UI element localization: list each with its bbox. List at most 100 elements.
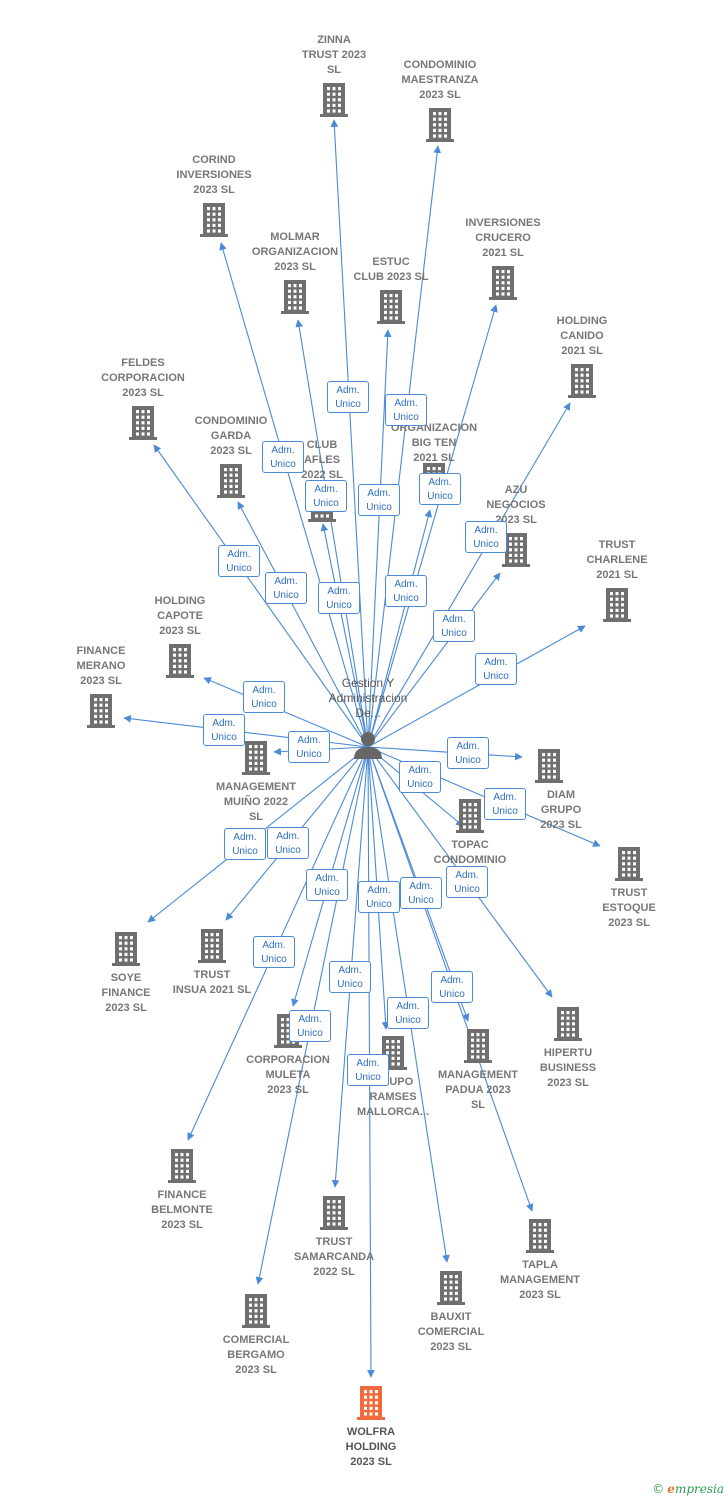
edge-badge-adm-unico[interactable]: Adm. Unico xyxy=(465,521,507,553)
edge-molmar xyxy=(295,319,369,748)
edge-zinna xyxy=(330,119,369,748)
edge-badge-adm-unico[interactable]: Adm. Unico xyxy=(358,484,400,516)
building-icon[interactable] xyxy=(377,290,405,324)
edge-badge-adm-unico[interactable]: Adm. Unico xyxy=(387,997,429,1029)
edge-diam-grupo xyxy=(367,746,523,761)
building-icon[interactable] xyxy=(554,1007,582,1041)
edge-badge-adm-unico[interactable]: Adm. Unico xyxy=(288,731,330,763)
building-icon[interactable] xyxy=(535,749,563,783)
edge-badge-adm-unico[interactable]: Adm. Unico xyxy=(327,381,369,413)
node-label-bauxit-comercial[interactable]: BAUXIT COMERCIAL 2023 SL xyxy=(417,1311,485,1353)
node-label-soye-finance[interactable]: SOYE FINANCE 2023 SL xyxy=(101,972,151,1014)
node-label-management-muino[interactable]: MANAGEMENT MUIÑO 2022 SL xyxy=(215,781,297,823)
edge-badge-adm-unico[interactable]: Adm. Unico xyxy=(203,714,245,746)
node-label-trust-estoque[interactable]: TRUST ESTOQUE 2023 SL xyxy=(602,887,656,929)
building-icon[interactable] xyxy=(357,1386,385,1420)
node-label-corind[interactable]: CORIND INVERSIONES 2023 SL xyxy=(176,154,252,196)
node-label-club-afles[interactable]: CLUB AFLES 2022 SL xyxy=(301,439,343,481)
node-label-trust-samarcanda[interactable]: TRUST SAMARCANDA 2022 SL xyxy=(293,1236,375,1278)
node-label-estuc[interactable]: ESTUC CLUB 2023 SL xyxy=(353,256,429,283)
edge-badge-adm-unico[interactable]: Adm. Unico xyxy=(431,971,473,1003)
node-label-management-padua[interactable]: MANAGEMENT PADUA 2023 SL xyxy=(437,1069,519,1111)
building-icon[interactable] xyxy=(489,266,517,300)
node-label-molmar[interactable]: MOLMAR ORGANIZACION 2023 SL xyxy=(251,231,339,273)
edge-inversiones-crucero xyxy=(367,304,498,748)
node-label-diam-grupo[interactable]: DIAM GRUPO 2023 SL xyxy=(540,789,582,831)
node-label-trust-insua[interactable]: TRUST INSUA 2021 SL xyxy=(172,969,252,996)
building-icon[interactable] xyxy=(320,1196,348,1230)
edge-badge-adm-unico[interactable]: Adm. Unico xyxy=(262,441,304,473)
node-label-trust-charlene[interactable]: TRUST CHARLENE 2021 SL xyxy=(586,539,648,581)
node-label-organizacion-big-ten[interactable]: ORGANIZACION BIG TEN 2021 SL xyxy=(390,422,478,464)
edge-badge-adm-unico[interactable]: Adm. Unico xyxy=(289,1010,331,1042)
building-icon[interactable] xyxy=(112,932,140,966)
edge-badge-adm-unico[interactable]: Adm. Unico xyxy=(385,394,427,426)
node-label-tapla-management[interactable]: TAPLA MANAGEMENT 2023 SL xyxy=(499,1259,581,1301)
building-icon[interactable] xyxy=(456,799,484,833)
edge-trust-charlene xyxy=(367,625,586,748)
building-icon[interactable] xyxy=(200,203,228,237)
edge-badge-adm-unico[interactable]: Adm. Unico xyxy=(318,582,360,614)
edge-badge-adm-unico[interactable]: Adm. Unico xyxy=(400,877,442,909)
edge-badge-adm-unico[interactable]: Adm. Unico xyxy=(267,827,309,859)
node-label-wolfra-holding[interactable]: WOLFRA HOLDING 2023 SL xyxy=(345,1426,397,1468)
node-label-azu-negocios[interactable]: AZU NEGOCIOS 2023 SL xyxy=(486,484,546,526)
edge-badge-adm-unico[interactable]: Adm. Unico xyxy=(265,572,307,604)
edge-badge-adm-unico[interactable]: Adm. Unico xyxy=(447,737,489,769)
building-icon[interactable] xyxy=(526,1219,554,1253)
node-label-holding-capote[interactable]: HOLDING CAPOTE 2023 SL xyxy=(154,595,206,637)
node-label-feldes[interactable]: FELDES CORPORACION 2023 SL xyxy=(101,357,185,399)
edge-badge-adm-unico[interactable]: Adm. Unico xyxy=(475,653,517,685)
edge-badge-adm-unico[interactable]: Adm. Unico xyxy=(224,828,266,860)
edge-badge-adm-unico[interactable]: Adm. Unico xyxy=(446,866,488,898)
building-icon[interactable] xyxy=(426,108,454,142)
building-icon[interactable] xyxy=(166,644,194,678)
person-icon[interactable] xyxy=(354,732,382,759)
building-icon[interactable] xyxy=(129,406,157,440)
edge-badge-adm-unico[interactable]: Adm. Unico xyxy=(358,881,400,913)
building-icon[interactable] xyxy=(168,1149,196,1183)
node-label-condominio-garda[interactable]: CONDOMINIO GARDA 2023 SL xyxy=(194,415,268,457)
edge-badge-adm-unico[interactable]: Adm. Unico xyxy=(329,961,371,993)
copyright-icon: © xyxy=(652,1482,665,1496)
edge-corind xyxy=(219,242,369,748)
edge-badge-adm-unico[interactable]: Adm. Unico xyxy=(243,681,285,713)
edge-badge-adm-unico[interactable]: Adm. Unico xyxy=(419,473,461,505)
building-icon[interactable] xyxy=(217,464,245,498)
edge-badge-adm-unico[interactable]: Adm. Unico xyxy=(433,610,475,642)
building-icon[interactable] xyxy=(281,280,309,314)
edge-badge-adm-unico[interactable]: Adm. Unico xyxy=(305,480,347,512)
building-icon[interactable] xyxy=(568,364,596,398)
node-label-condominio-maestranza[interactable]: CONDOMINIO MAESTRANZA 2023 SL xyxy=(401,59,479,101)
node-label-finance-merano[interactable]: FINANCE MERANO 2023 SL xyxy=(76,645,126,687)
edge-badge-adm-unico[interactable]: Adm. Unico xyxy=(218,545,260,577)
building-icon[interactable] xyxy=(242,1294,270,1328)
edge-badge-adm-unico[interactable]: Adm. Unico xyxy=(253,936,295,968)
center-label[interactable]: Gestion Y Administracion De... xyxy=(328,676,408,720)
building-icon[interactable] xyxy=(437,1271,465,1305)
edge-badge-adm-unico[interactable]: Adm. Unico xyxy=(306,869,348,901)
building-icon[interactable] xyxy=(87,694,115,728)
building-icon[interactable] xyxy=(502,533,530,567)
node-label-hipertu-business[interactable]: HIPERTU BUSINESS 2023 SL xyxy=(539,1047,597,1089)
building-icon[interactable] xyxy=(615,847,643,881)
building-icon[interactable] xyxy=(198,929,226,963)
edge-badge-adm-unico[interactable]: Adm. Unico xyxy=(347,1054,389,1086)
edge-badge-adm-unico[interactable]: Adm. Unico xyxy=(484,788,526,820)
node-label-zinna[interactable]: ZINNA TRUST 2023 SL xyxy=(301,34,367,76)
building-icon[interactable] xyxy=(242,741,270,775)
edge-holding-capote xyxy=(203,677,369,748)
node-label-inversiones-crucero[interactable]: INVERSIONES CRUCERO 2021 SL xyxy=(465,217,541,259)
brand-logo[interactable]: ©empresia xyxy=(652,1482,724,1496)
edge-badge-adm-unico[interactable]: Adm. Unico xyxy=(385,575,427,607)
building-icon[interactable] xyxy=(603,588,631,622)
building-icon[interactable] xyxy=(464,1029,492,1063)
node-label-comercial-bergamo[interactable]: COMERCIAL BERGAMO 2023 SL xyxy=(222,1334,290,1376)
edge-badge-adm-unico[interactable]: Adm. Unico xyxy=(399,761,441,793)
building-icon[interactable] xyxy=(320,83,348,117)
node-label-corporacion-muleta[interactable]: CORPORACION MULETA 2023 SL xyxy=(246,1054,330,1096)
node-label-holding-canido[interactable]: HOLDING CANIDO 2021 SL xyxy=(556,315,608,357)
edge-estuc xyxy=(367,329,392,748)
node-label-finance-belmonte[interactable]: FINANCE BELMONTE 2023 SL xyxy=(151,1189,213,1231)
edge-condominio-maestranza xyxy=(367,145,442,748)
